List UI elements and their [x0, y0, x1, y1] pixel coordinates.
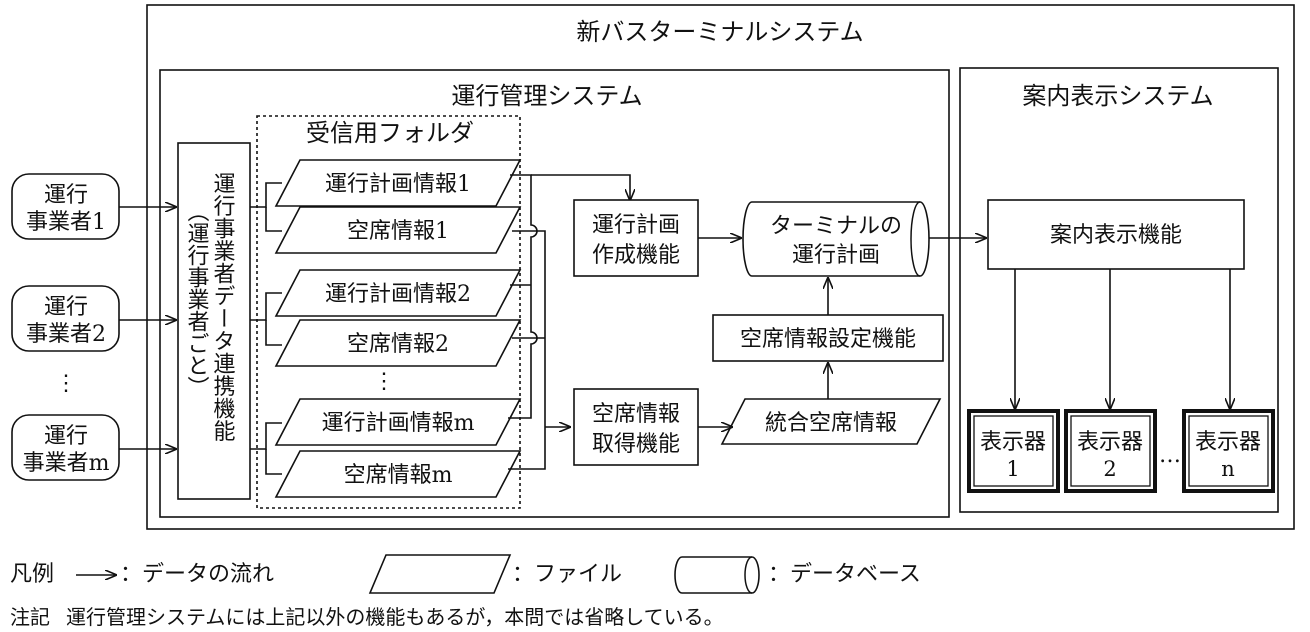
file-seat-info-m-label: 空席情報m [344, 463, 453, 488]
integrated-seat-label: 統合空席情報 [765, 411, 897, 436]
display-2-line2: 2 [1103, 457, 1116, 481]
seat-info-get-function [573, 388, 699, 466]
operation-system-title: 運行管理システム [451, 82, 642, 110]
display-1-outer [967, 409, 1060, 493]
operator-1-line1: 運行 [44, 183, 88, 208]
display-1-line2: 1 [1006, 457, 1019, 481]
file-seat-info-2 [274, 319, 522, 367]
guide-system-title: 案内表示システム [1022, 82, 1213, 110]
receiving-folder-title: 受信用フォルダ [306, 119, 474, 147]
display-2-line1: 表示器 [1077, 430, 1143, 455]
operator-1-line2: 事業者1 [26, 210, 106, 235]
link-function-sublabel: （運行事業者ごと） [184, 200, 210, 398]
displays-ellipsis: … [1159, 443, 1181, 468]
legend-database-label: ：データベース [768, 562, 921, 587]
operator-data-link-function [177, 142, 251, 500]
seat-get-line1: 空席情報 [592, 402, 680, 427]
file-plan-info-1 [274, 159, 522, 207]
plan-function-line1: 運行計画 [592, 213, 680, 238]
seat-info-setting-function [712, 314, 944, 362]
file-seat-info-2-label: 空席情報2 [347, 332, 449, 357]
note-label: 注記 [10, 605, 50, 629]
seat-set-label: 空席情報設定機能 [740, 327, 916, 352]
operator-2-box [11, 285, 120, 352]
operators-ellipsis: ⋮ [55, 371, 77, 396]
guide-function-label: 案内表示機能 [1050, 223, 1182, 248]
operator-m-box [11, 414, 120, 481]
receiving-folder [256, 115, 521, 509]
legend-file-shape [368, 554, 512, 594]
legend-flow-label: ：データの流れ [120, 562, 274, 587]
display-2-inner [1070, 415, 1151, 487]
display-n-inner [1188, 415, 1269, 487]
arrow-to-plan-function [531, 174, 630, 200]
folder-ellipsis: ⋮ [373, 369, 395, 394]
operator-m-line2: 事業者m [23, 451, 110, 476]
database-line2: 運行計画 [792, 243, 880, 268]
legend-database-cap [744, 556, 753, 594]
operator-m-line1: 運行 [44, 424, 88, 449]
display-1-line1: 表示器 [980, 430, 1046, 455]
display-1-inner [973, 415, 1054, 487]
branch-group-1 [250, 182, 282, 208]
operator-2-line2: 事業者2 [26, 322, 106, 347]
file-seat-info-1-label: 空席情報1 [347, 219, 449, 244]
file-plan-info-m [274, 398, 522, 446]
file-seat-info-m [274, 450, 522, 498]
seat-info-collector [508, 230, 546, 470]
note-text: 運行管理システムには上記以外の機能もあるが，本問では省略している。 [66, 605, 724, 629]
branch-group-mb [265, 449, 282, 475]
file-plan-info-m-label: 運行計画情報m [322, 411, 475, 436]
file-plan-info-2 [274, 269, 522, 317]
display-n-line2: n [1221, 457, 1235, 481]
database-end-cap [910, 201, 921, 277]
branch-group-2b [265, 320, 282, 346]
file-plan-info-1-label: 運行計画情報1 [325, 172, 471, 197]
branch-group-2 [250, 292, 282, 321]
system-title: 新バスターミナルシステム [576, 18, 863, 46]
operator-2-line1: 運行 [44, 295, 88, 320]
legend-label: 凡例 [10, 562, 54, 587]
legend-file-label: ：ファイル [512, 562, 622, 587]
database-line1: ターミナルの [770, 214, 902, 239]
display-2-outer [1064, 409, 1157, 493]
plan-function-line2: 作成機能 [592, 243, 680, 268]
guide-display-function [987, 199, 1245, 270]
file-seat-info-1 [274, 206, 522, 254]
branch-group-m [250, 422, 282, 450]
file-plan-info-2-label: 運行計画情報2 [325, 282, 471, 307]
seat-get-line2: 取得機能 [592, 432, 680, 457]
branch-group-1b [265, 207, 282, 232]
display-n-outer [1182, 409, 1275, 493]
link-function-label: 運行事業者データ連携機能 [210, 172, 236, 442]
display-n-line1: 表示器 [1195, 430, 1261, 455]
plan-creation-function [573, 199, 699, 277]
